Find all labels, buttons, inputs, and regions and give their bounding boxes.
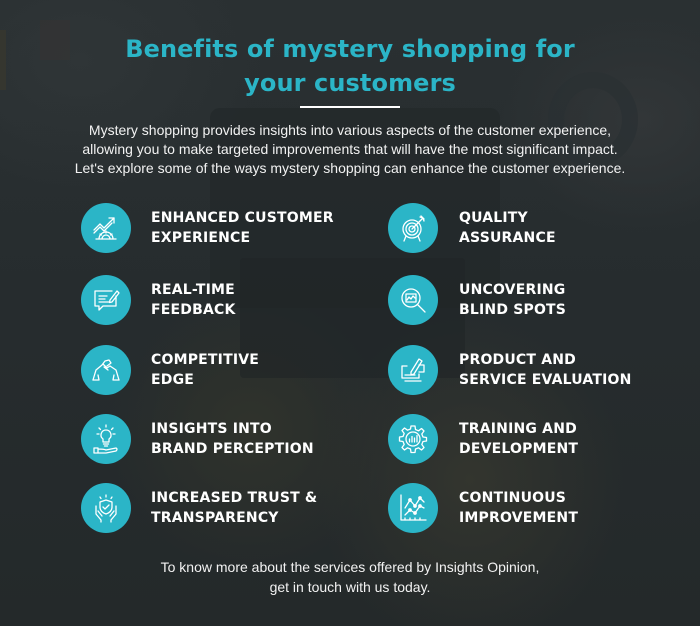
growth-chart-gear-icon bbox=[81, 203, 131, 253]
benefit-real-time-feedback: REAL-TIME FEEDBACK bbox=[81, 275, 236, 325]
label-line-2: EXPERIENCE bbox=[151, 230, 251, 246]
benefit-label: ENHANCED CUSTOMER EXPERIENCE bbox=[151, 208, 334, 248]
label-line-2: FEEDBACK bbox=[151, 302, 236, 318]
intro-line-3: Let's explore some of the ways mystery s… bbox=[74, 160, 626, 176]
title-line-2: your customers bbox=[244, 69, 456, 97]
title-line-1: Benefits of mystery shopping for bbox=[125, 35, 575, 63]
benefit-label: COMPETITIVE EDGE bbox=[151, 350, 259, 390]
target-arrow-icon bbox=[388, 203, 438, 253]
lightbulb-hand-icon bbox=[81, 414, 131, 464]
benefit-competitive-edge: COMPETITIVE EDGE bbox=[81, 345, 259, 395]
label-line-1: INCREASED TRUST & bbox=[151, 490, 318, 506]
label-line-1: COMPETITIVE bbox=[151, 352, 260, 368]
benefit-label: UNCOVERING BLIND SPOTS bbox=[459, 280, 566, 320]
label-line-1: INSIGHTS INTO bbox=[151, 421, 272, 437]
label-line-1: ENHANCED CUSTOMER bbox=[151, 210, 334, 226]
label-line-1: CONTINUOUS bbox=[459, 490, 567, 506]
benefit-label: CONTINUOUS IMPROVEMENT bbox=[459, 488, 578, 528]
benefit-label: REAL-TIME FEEDBACK bbox=[151, 280, 236, 320]
line-graph-icon bbox=[388, 483, 438, 533]
footer-line-1: To know more about the services offered … bbox=[160, 559, 540, 575]
benefit-label: TRAINING AND DEVELOPMENT bbox=[459, 419, 578, 459]
arm-wrestling-icon bbox=[81, 345, 131, 395]
benefit-label: PRODUCT AND SERVICE EVALUATION bbox=[459, 350, 632, 390]
label-line-2: SERVICE EVALUATION bbox=[459, 372, 632, 388]
label-line-2: BRAND PERCEPTION bbox=[151, 441, 314, 457]
benefit-label: QUALITY ASSURANCE bbox=[459, 208, 556, 248]
benefit-increased-trust-transparency: INCREASED TRUST & TRANSPARENCY bbox=[81, 483, 317, 533]
benefit-continuous-improvement: CONTINUOUS IMPROVEMENT bbox=[388, 483, 578, 533]
hand-signing-document-icon bbox=[388, 345, 438, 395]
intro-line-1: Mystery shopping provides insights into … bbox=[88, 122, 612, 138]
benefit-product-service-evaluation: PRODUCT AND SERVICE EVALUATION bbox=[388, 345, 632, 395]
label-line-2: ASSURANCE bbox=[459, 230, 556, 246]
benefit-training-development: TRAINING AND DEVELOPMENT bbox=[388, 414, 578, 464]
title-divider bbox=[300, 106, 400, 108]
benefit-label: INCREASED TRUST & TRANSPARENCY bbox=[151, 488, 317, 528]
magnifier-chart-icon bbox=[388, 275, 438, 325]
benefit-label: INSIGHTS INTO BRAND PERCEPTION bbox=[151, 419, 314, 459]
footer-call-to-action: To know more about the services offered … bbox=[0, 557, 700, 597]
intro-line-2: allowing you to make targeted improvemen… bbox=[82, 141, 618, 157]
label-line-2: BLIND SPOTS bbox=[459, 302, 567, 318]
label-line-1: QUALITY bbox=[459, 210, 528, 226]
label-line-1: REAL-TIME bbox=[151, 282, 235, 298]
benefit-enhanced-customer-experience: ENHANCED CUSTOMER EXPERIENCE bbox=[81, 203, 334, 253]
label-line-2: EDGE bbox=[151, 372, 195, 388]
benefit-insights-brand-perception: INSIGHTS INTO BRAND PERCEPTION bbox=[81, 414, 314, 464]
label-line-2: TRANSPARENCY bbox=[151, 510, 279, 526]
gear-chart-icon bbox=[388, 414, 438, 464]
shield-hands-icon bbox=[81, 483, 131, 533]
label-line-1: PRODUCT AND bbox=[459, 352, 577, 368]
footer-line-2: get in touch with us today. bbox=[269, 579, 431, 595]
page-title: Benefits of mystery shopping for your cu… bbox=[0, 32, 700, 100]
label-line-2: DEVELOPMENT bbox=[459, 441, 579, 457]
label-line-1: UNCOVERING bbox=[459, 282, 566, 298]
label-line-1: TRAINING AND bbox=[459, 421, 577, 437]
label-line-2: IMPROVEMENT bbox=[459, 510, 579, 526]
benefit-uncovering-blind-spots: UNCOVERING BLIND SPOTS bbox=[388, 275, 566, 325]
benefit-quality-assurance: QUALITY ASSURANCE bbox=[388, 203, 556, 253]
feedback-chat-icon bbox=[81, 275, 131, 325]
intro-paragraph: Mystery shopping provides insights into … bbox=[20, 121, 680, 178]
